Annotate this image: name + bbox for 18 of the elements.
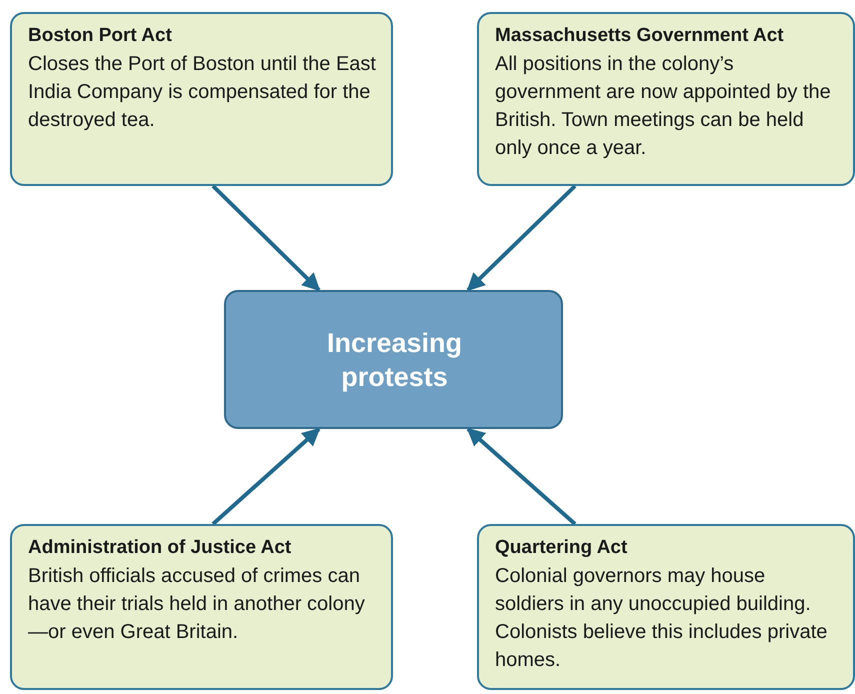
act-title: Massachusetts Government Act <box>495 24 785 48</box>
act-description: All positions in the colony’s government are now appointed by the British. Town meetings can be held only once a year. <box>495 52 832 161</box>
act-title: Quartering Act <box>495 536 628 560</box>
arrow <box>466 428 576 526</box>
act-title: Administration of Justice Act <box>28 536 292 560</box>
act-box <box>10 524 393 690</box>
arrow <box>466 184 576 292</box>
act-box <box>477 524 855 690</box>
act-box <box>10 12 393 186</box>
central-box <box>224 290 563 429</box>
act-box <box>477 12 855 186</box>
arrow <box>212 428 320 526</box>
central-text: Increasing protests <box>326 326 464 394</box>
act-description: British officials accused of crimes can have their trials held in another colony—or even Great Britain. <box>28 564 366 645</box>
arrow <box>212 184 320 292</box>
act-title: Boston Port Act <box>28 24 173 48</box>
act-description: Colonial governors may house soldiers in any unoccupied building. Colonists believe this includes private homes. <box>495 564 828 673</box>
act-description: Closes the Port of Boston until the East India Company is compensated for the destroyed tea. <box>28 52 377 133</box>
